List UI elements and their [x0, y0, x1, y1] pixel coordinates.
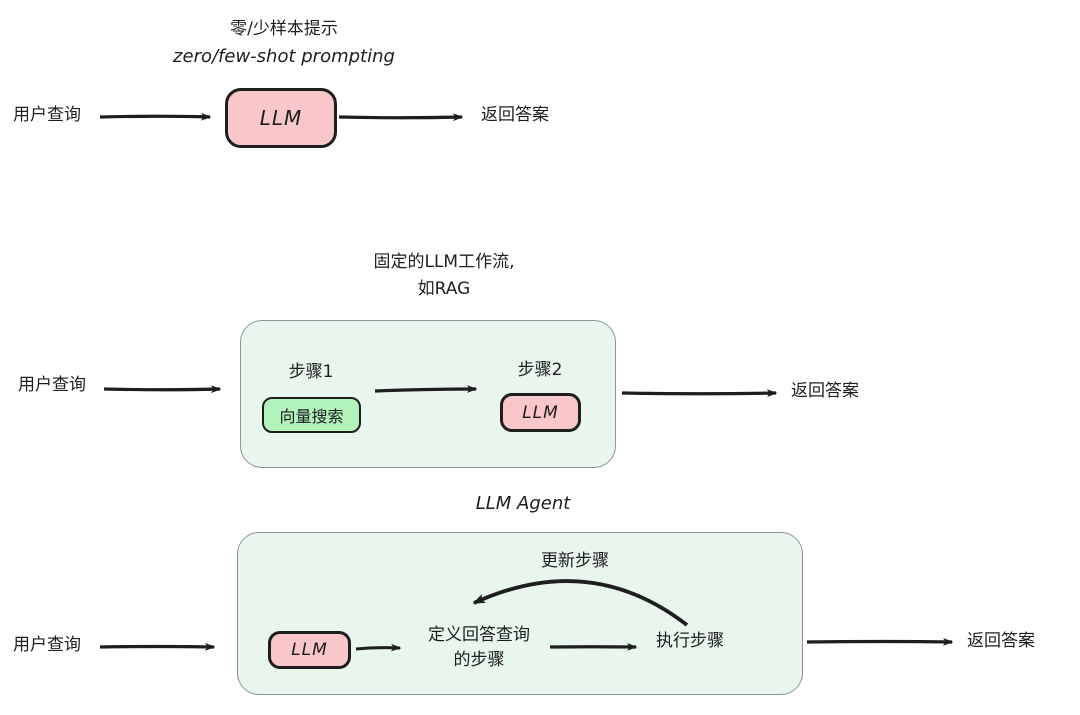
s3-answer-label: 返回答案 [967, 631, 1035, 651]
s2-answer-label: 返回答案 [791, 381, 859, 401]
s2-title-line2: 如RAG [417, 279, 471, 299]
s2-step2-label: 步骤2 [517, 360, 563, 380]
s1-answer-label: 返回答案 [481, 105, 549, 125]
s2-step1-label: 步骤1 [288, 362, 334, 382]
s3-define-steps-line1: 定义回答查询 [428, 625, 530, 645]
s1-title-zh: 零/少样本提示 [230, 19, 338, 39]
arrow-s1-query-to-llm [99, 112, 212, 121]
s3-title: LLM Agent [475, 493, 571, 514]
s3-llm-label: LLM [291, 640, 328, 660]
s2-vector-search-box: 向量搜索 [262, 397, 361, 433]
arrow-s1-llm-to-answer [338, 113, 464, 122]
s3-user-query-label: 用户查询 [13, 635, 81, 655]
s3-update-steps-label: 更新步骤 [541, 551, 609, 571]
s3-define-steps-line2: 的步骤 [453, 650, 505, 670]
s1-title-en: zero/few-shot prompting [173, 46, 395, 67]
arrow-s3-query-to-container [99, 642, 216, 651]
s2-vector-search-label: 向量搜索 [279, 407, 344, 426]
arrow-s3-container-to-answer [806, 637, 954, 646]
s2-title-line1: 固定的LLM工作流, [373, 252, 515, 272]
arrow-s2-query-to-container [103, 385, 222, 394]
s3-execute-steps-label: 执行步骤 [656, 631, 724, 651]
arrow-s2-container-to-answer [621, 389, 778, 398]
s2-llm-label: LLM [522, 402, 559, 423]
s2-llm-box: LLM [500, 393, 581, 432]
s1-user-query-label: 用户查询 [13, 105, 81, 125]
s3-llm-box: LLM [268, 631, 351, 669]
s3-define-steps-label: 定义回答查询 的步骤 [408, 623, 550, 673]
s1-llm-box: LLM [225, 88, 337, 148]
s1-llm-label: LLM [259, 106, 303, 130]
s2-user-query-label: 用户查询 [18, 375, 86, 395]
